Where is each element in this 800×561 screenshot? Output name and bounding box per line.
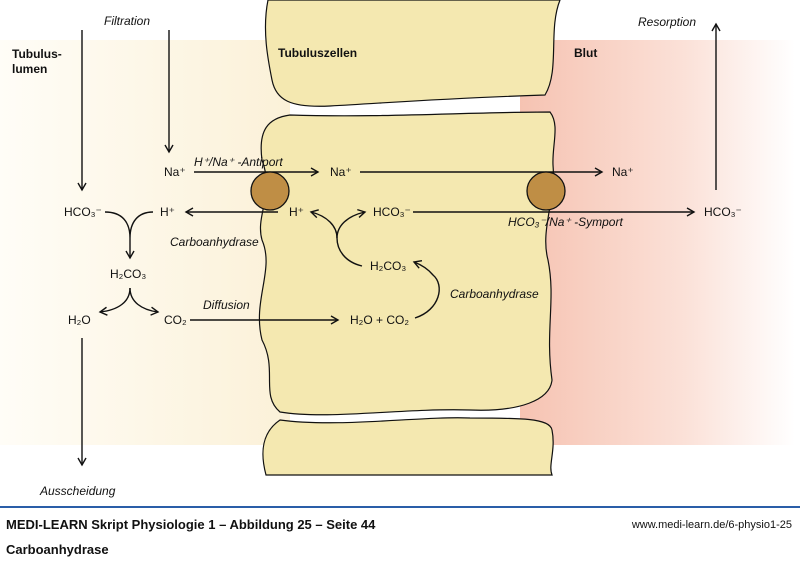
tubule-cell-top: [264, 0, 561, 107]
hco3-lumen: HCO₃⁻: [64, 205, 102, 219]
co2-lumen: CO₂: [164, 313, 187, 327]
footer-caption: Carboanhydrase: [6, 542, 109, 557]
label-antiport: H⁺/Na⁺ -Antiport: [194, 155, 283, 169]
h2co3-cell: H₂CO₃: [370, 259, 406, 273]
footer-title: MEDI-LEARN Skript Physiologie 1 – Abbild…: [6, 517, 376, 532]
reaction-lumen-merge: [104, 211, 154, 258]
label-tubulus-lumen-1: Tubulus-: [12, 47, 62, 61]
hco3-blood: HCO₃⁻: [704, 205, 742, 219]
lumen-background: [0, 40, 290, 445]
antiport-transporter: [250, 171, 290, 211]
label-resorption: Resorption: [638, 15, 696, 29]
reaction-lumen-split-co2: [129, 287, 160, 316]
footer-divider: [0, 506, 800, 508]
h2o-lumen: H₂O: [68, 313, 91, 327]
na-blood: Na⁺: [612, 165, 634, 179]
h-cell: H⁺: [289, 205, 304, 219]
label-carboanhydrase-cell: Carboanhydrase: [450, 287, 539, 301]
label-carboanhydrase-lumen: Carboanhydrase: [170, 235, 259, 249]
hco3-cell: HCO₃⁻: [373, 205, 411, 219]
label-tubuluszellen: Tubuluszellen: [278, 46, 357, 60]
h2o-co2-cell: H₂O + CO₂: [350, 313, 409, 327]
label-ausscheidung: Ausscheidung: [39, 484, 116, 498]
label-tubulus-lumen-2: lumen: [12, 62, 47, 76]
label-blut: Blut: [574, 46, 597, 60]
reaction-cell-split-hco3: [336, 208, 367, 239]
blood-background: [520, 40, 795, 445]
tubule-cell-middle: [258, 111, 556, 416]
reaction-cell-to-h2co3: [412, 260, 440, 319]
na-lumen: Na⁺: [164, 165, 186, 179]
symport-transporter: [526, 171, 566, 211]
tubule-cell-bottom: [262, 417, 554, 476]
na-cell: Na⁺: [330, 165, 352, 179]
label-symport: HCO₃⁻/Na⁺ -Symport: [508, 215, 623, 229]
carboanhydrase-diagram: Tubulus- lumen Tubuluszellen Blut Filtra…: [0, 0, 795, 498]
label-filtration: Filtration: [104, 14, 150, 28]
label-diffusion: Diffusion: [203, 298, 250, 312]
footer-url[interactable]: www.medi-learn.de/6-physio1-25: [631, 519, 792, 531]
h-lumen: H⁺: [160, 205, 175, 219]
h2co3-lumen: H₂CO₃: [110, 267, 146, 281]
